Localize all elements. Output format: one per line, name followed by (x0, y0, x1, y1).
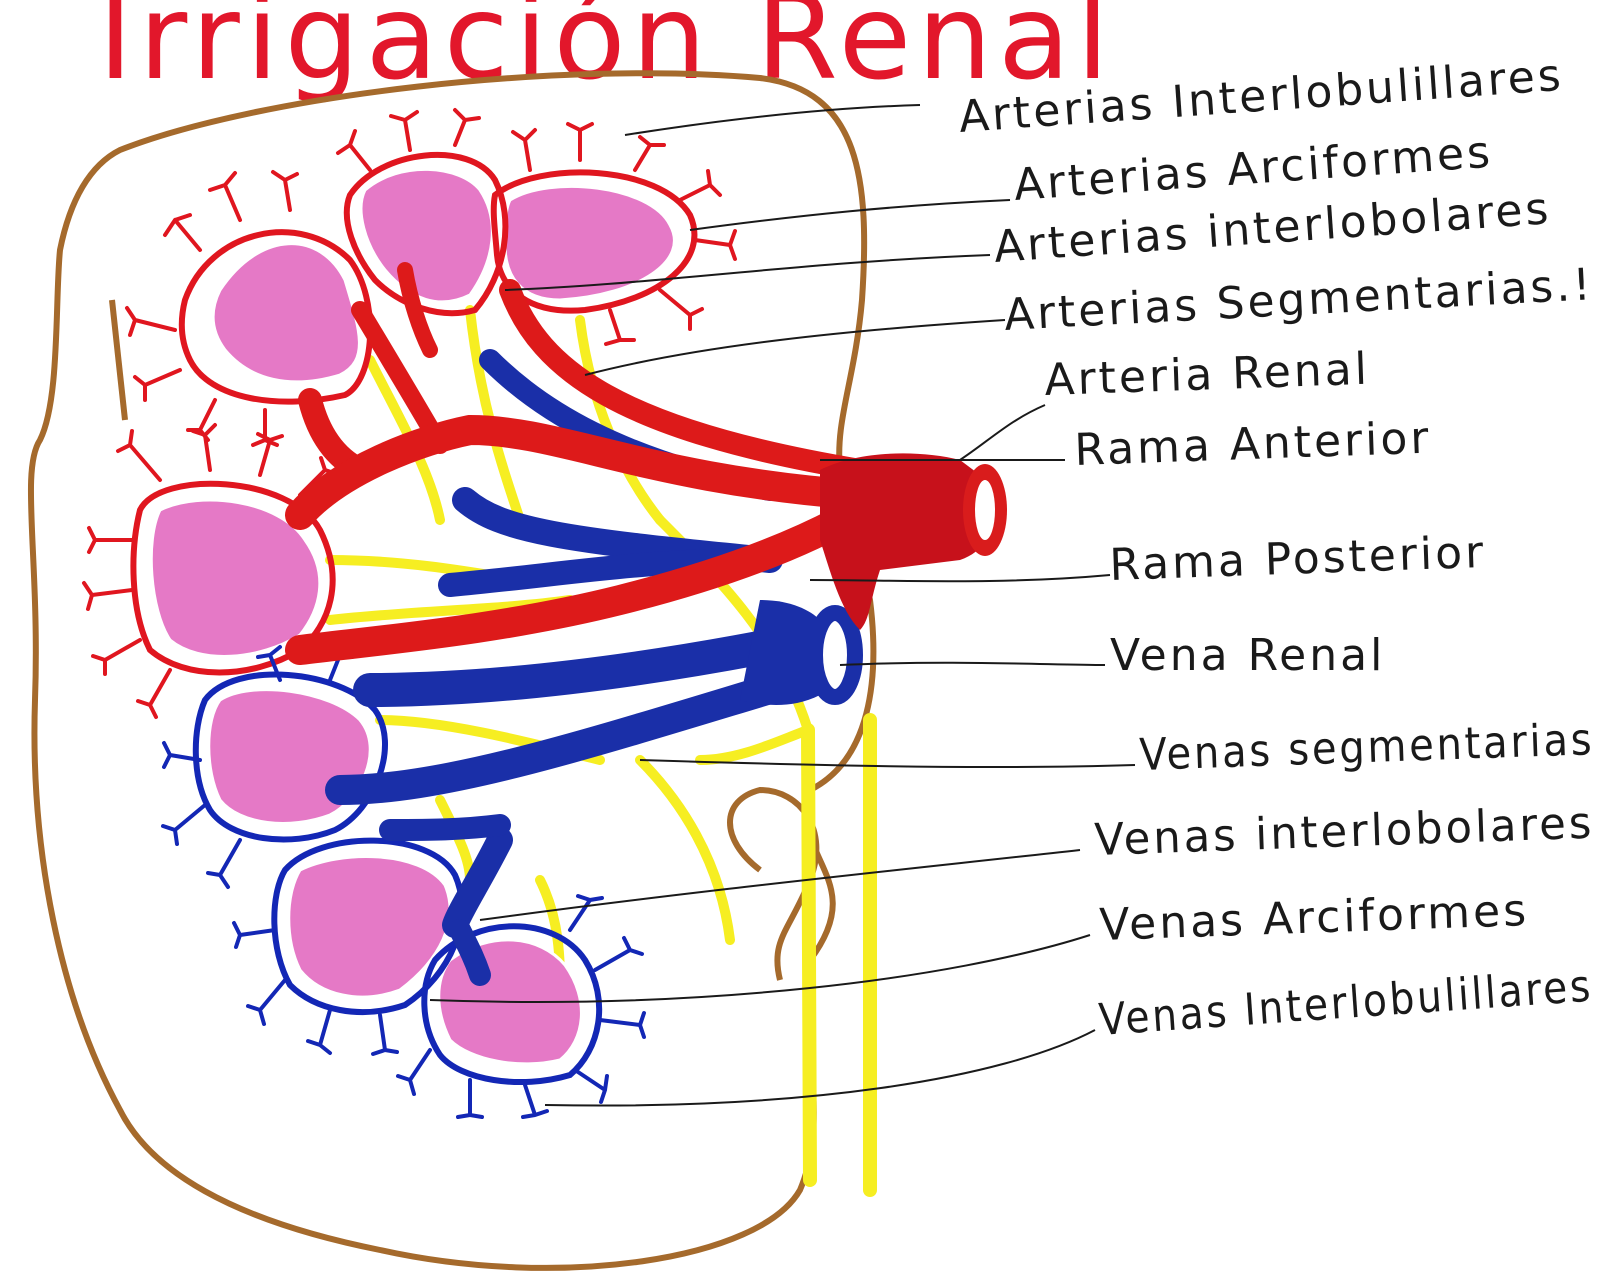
label-arterias-segmentarias: Arterias Segmentarias.! (1003, 259, 1595, 341)
leader-lines (429, 104, 1136, 1107)
label-rama-anterior: Rama Anterior (1074, 413, 1433, 476)
pyramid-3 (503, 184, 676, 302)
label-rama-posterior: Rama Posterior (1109, 527, 1487, 591)
arterias-renales (285, 262, 1007, 665)
label-venas-arciformes: Venas Arciformes (1099, 885, 1530, 951)
capsule-detail-left (109, 299, 128, 421)
label-vena-renal: Vena Renal (1110, 630, 1385, 681)
label-arteria-renal: Arteria Renal (1044, 344, 1371, 406)
pyramid-6 (287, 855, 452, 999)
diagram-title: Irrigación Renal (98, 0, 1115, 106)
venas-arciformes-outlines (192, 671, 603, 1086)
label-venas-interlobulillares: Venas Interlobulillares (1097, 961, 1594, 1046)
pyramid-1 (211, 242, 361, 384)
label-venas-segmentarias: Venas segmentarias (1139, 714, 1596, 781)
venas-interlobulillares-twigs (161, 645, 646, 1119)
kidney-capsule-outline (27, 70, 877, 1271)
label-venas-interlobolares: Venas interlobolares (1094, 798, 1595, 866)
diagram-labels: Arterias Interlobulillares Arterias Arci… (957, 50, 1595, 1046)
pyramid-2 (359, 167, 494, 304)
